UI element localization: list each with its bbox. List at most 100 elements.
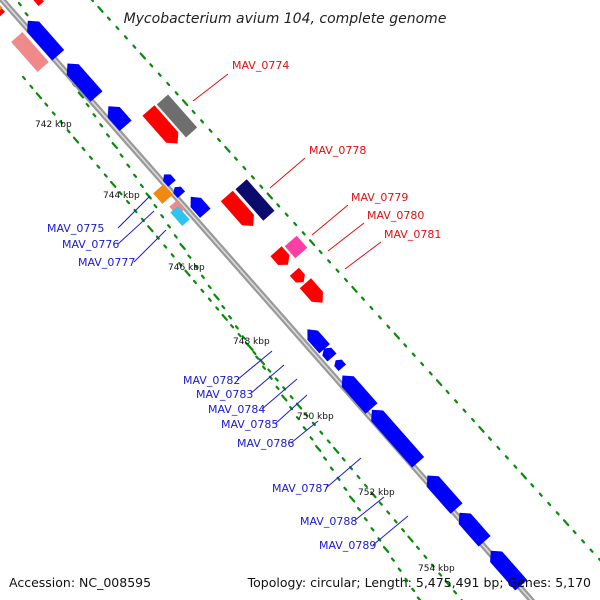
gc-dot bbox=[178, 262, 183, 267]
gc-dot bbox=[356, 474, 361, 480]
leader-MAV_0780 bbox=[327, 222, 365, 252]
gc-dot bbox=[343, 277, 349, 283]
leader-MAV_0784 bbox=[261, 378, 298, 410]
gene-partial-top-red[interactable] bbox=[32, 0, 44, 7]
gene-MAV_0782-blue[interactable] bbox=[302, 325, 330, 354]
label-leaders bbox=[117, 73, 409, 546]
gc-dot bbox=[44, 102, 49, 107]
gene-label-MAV_0784[interactable]: MAV_0784 bbox=[208, 403, 265, 416]
gene-orange[interactable] bbox=[153, 184, 173, 204]
gc-dot bbox=[415, 545, 420, 551]
gene-bottom-blue[interactable] bbox=[485, 545, 528, 591]
gene-reverse-small-b[interactable] bbox=[171, 184, 186, 199]
gc-dot bbox=[420, 361, 425, 367]
gc-dot bbox=[234, 325, 239, 330]
gc-dot bbox=[66, 129, 71, 134]
gene-label-MAV_0783[interactable]: MAV_0783 bbox=[196, 388, 253, 401]
gc-dot bbox=[369, 305, 374, 311]
gene-MAV_0774-red[interactable] bbox=[142, 105, 183, 149]
gc-dot bbox=[378, 501, 383, 506]
gene-label-MAV_0789[interactable]: MAV_0789 bbox=[319, 539, 376, 552]
gc-dot bbox=[404, 577, 409, 582]
gc-dot bbox=[145, 192, 152, 200]
gene-MAV_0778-red[interactable] bbox=[220, 190, 259, 232]
gc-dot bbox=[401, 528, 406, 533]
gc-dot bbox=[454, 399, 459, 404]
gc-dot bbox=[453, 590, 458, 595]
gc-dot bbox=[547, 501, 552, 507]
gc-dot bbox=[208, 128, 213, 133]
gene-reverse-4[interactable] bbox=[185, 192, 211, 218]
gene-gray[interactable] bbox=[156, 94, 198, 138]
kbp-label-754: 754 kbp bbox=[418, 564, 455, 574]
gene-MAV_0783-blue[interactable] bbox=[320, 345, 337, 362]
leader-MAV_0775 bbox=[117, 195, 151, 229]
gc-dot bbox=[343, 486, 348, 492]
leader-MAV_0781 bbox=[344, 241, 382, 270]
gc-dot bbox=[348, 495, 356, 503]
gene-pink[interactable] bbox=[284, 235, 308, 259]
gc-dot bbox=[106, 16, 111, 21]
gene-reverse-1[interactable] bbox=[22, 15, 65, 61]
gene-reverse-small-a[interactable] bbox=[160, 171, 176, 187]
gene-label-MAV_0775[interactable]: MAV_0775 bbox=[47, 222, 104, 235]
gene-reverse-3[interactable] bbox=[102, 101, 132, 132]
gene-label-MAV_0782[interactable]: MAV_0782 bbox=[183, 374, 240, 387]
gene-partial-top[interactable] bbox=[0, 2, 5, 18]
gene-MAV_0787-blue[interactable] bbox=[366, 404, 425, 468]
gc-dot bbox=[323, 456, 328, 461]
gc-dot bbox=[513, 464, 518, 469]
gc-dot bbox=[179, 242, 186, 251]
gc-dot bbox=[99, 123, 104, 128]
leader-MAV_0787 bbox=[325, 457, 362, 489]
gene-salmon-1[interactable] bbox=[11, 32, 49, 72]
gene-label-MAV_0778[interactable]: MAV_0778 bbox=[309, 144, 366, 157]
gene-label-MAV_0780[interactable]: MAV_0780 bbox=[367, 209, 424, 222]
gc-dot bbox=[428, 371, 433, 376]
gene-label-MAV_0785[interactable]: MAV_0785 bbox=[221, 418, 278, 431]
gc-dot bbox=[237, 332, 242, 338]
gc-dot bbox=[105, 133, 110, 138]
gc-dot bbox=[24, 12, 29, 17]
gc-dot bbox=[274, 377, 279, 382]
gene-label-MAV_0776[interactable]: MAV_0776 bbox=[62, 238, 119, 251]
gc-dot bbox=[72, 136, 80, 144]
map-title: Mycobacterium avium 104, complete genome bbox=[124, 11, 447, 27]
gc-dot bbox=[319, 430, 324, 435]
gene-label-MAV_0774[interactable]: MAV_0774 bbox=[232, 59, 289, 72]
gc-dot bbox=[562, 519, 570, 527]
gc-dot bbox=[111, 141, 118, 150]
gene-label-MAV_0781[interactable]: MAV_0781 bbox=[384, 228, 441, 241]
gene-label-MAV_0779[interactable]: MAV_0779 bbox=[351, 191, 408, 204]
gc-dot bbox=[221, 304, 226, 310]
gene-MAV_0788-blue[interactable] bbox=[421, 470, 463, 514]
gc-dot bbox=[228, 315, 233, 320]
gene-cyan[interactable] bbox=[170, 205, 190, 227]
gene-partial-top-orange[interactable] bbox=[0, 3, 3, 13]
gc-dot bbox=[109, 180, 117, 188]
gene-MAV_0781b-red[interactable] bbox=[299, 278, 328, 307]
gene-navy[interactable] bbox=[235, 179, 275, 221]
gene-reverse-2[interactable] bbox=[61, 58, 103, 102]
gene-MAV_0781-red[interactable] bbox=[289, 267, 308, 286]
gc-dot bbox=[115, 25, 120, 31]
gc-dot bbox=[103, 173, 108, 178]
gc-dot bbox=[581, 539, 586, 544]
gene-label-MAV_0777[interactable]: MAV_0777 bbox=[78, 256, 135, 269]
gene-label-MAV_0786[interactable]: MAV_0786 bbox=[237, 437, 294, 450]
kbp-label-746: 746 kbp bbox=[168, 263, 205, 273]
gene-MAV_0786-blue[interactable] bbox=[336, 370, 378, 414]
gc-dot bbox=[59, 120, 64, 125]
gc-dot bbox=[444, 579, 451, 587]
gc-dot bbox=[166, 224, 172, 229]
gc-dot bbox=[332, 446, 340, 454]
gene-MAV_0789-blue[interactable] bbox=[453, 507, 491, 547]
gc-dot bbox=[29, 84, 34, 90]
gene-MAV_0784-blue[interactable] bbox=[332, 357, 347, 372]
gc-dot bbox=[341, 457, 346, 462]
gene-label-MAV_0788[interactable]: MAV_0788 bbox=[300, 515, 357, 528]
gene-MAV_0780-red[interactable] bbox=[270, 246, 293, 269]
gc-dot bbox=[92, 113, 97, 118]
gc-dot bbox=[200, 119, 205, 124]
gene-label-MAV_0787[interactable]: MAV_0787 bbox=[272, 482, 329, 495]
